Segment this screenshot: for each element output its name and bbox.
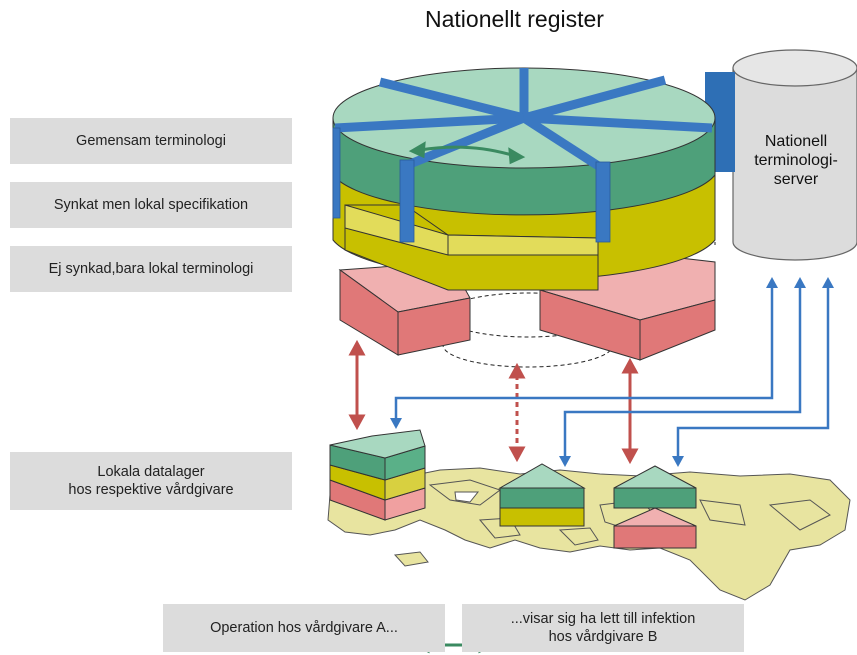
server-cylinder (732, 49, 857, 261)
bottom-right-text: ...visar sig ha lett till infektion hos … (510, 610, 696, 645)
label-synced-spec: Synkat men lokal specifikation (10, 182, 292, 228)
label-synced-text: Synkat men lokal specifikation (53, 196, 249, 213)
server-label: Nationell terminologi- server (754, 133, 838, 189)
blue-arrowheads (390, 277, 834, 467)
local-store-b (498, 463, 586, 527)
disk-spokes-vertical (332, 127, 611, 243)
label-unsynced-terminology: Ej synkad,bara lokal terminologi (10, 246, 292, 292)
disk-sync-arrow (408, 141, 526, 165)
red-arrows (348, 339, 639, 465)
title-text: Nationellt register (425, 6, 604, 32)
bottom-box-right: ...visar sig ha lett till infektion hos … (462, 604, 744, 652)
label-unsynced-text: Ej synkad,bara lokal terminologi (48, 260, 254, 277)
label-common-text: Gemensam terminologi (76, 132, 226, 149)
label-local-stores-text: Lokala datalager hos respektive vårdgiva… (68, 463, 234, 498)
bottom-left-text: Operation hos vårdgivare A... (210, 619, 398, 636)
blue-links (394, 285, 830, 458)
label-common-terminology: Gemensam terminologi (10, 118, 292, 164)
bottom-box-left: Operation hos vårdgivare A... (163, 604, 445, 652)
local-store-a (329, 429, 426, 521)
disk-spokes (334, 68, 713, 171)
local-store-c (613, 465, 697, 549)
label-local-stores: Lokala datalager hos respektive vårdgiva… (10, 452, 292, 510)
